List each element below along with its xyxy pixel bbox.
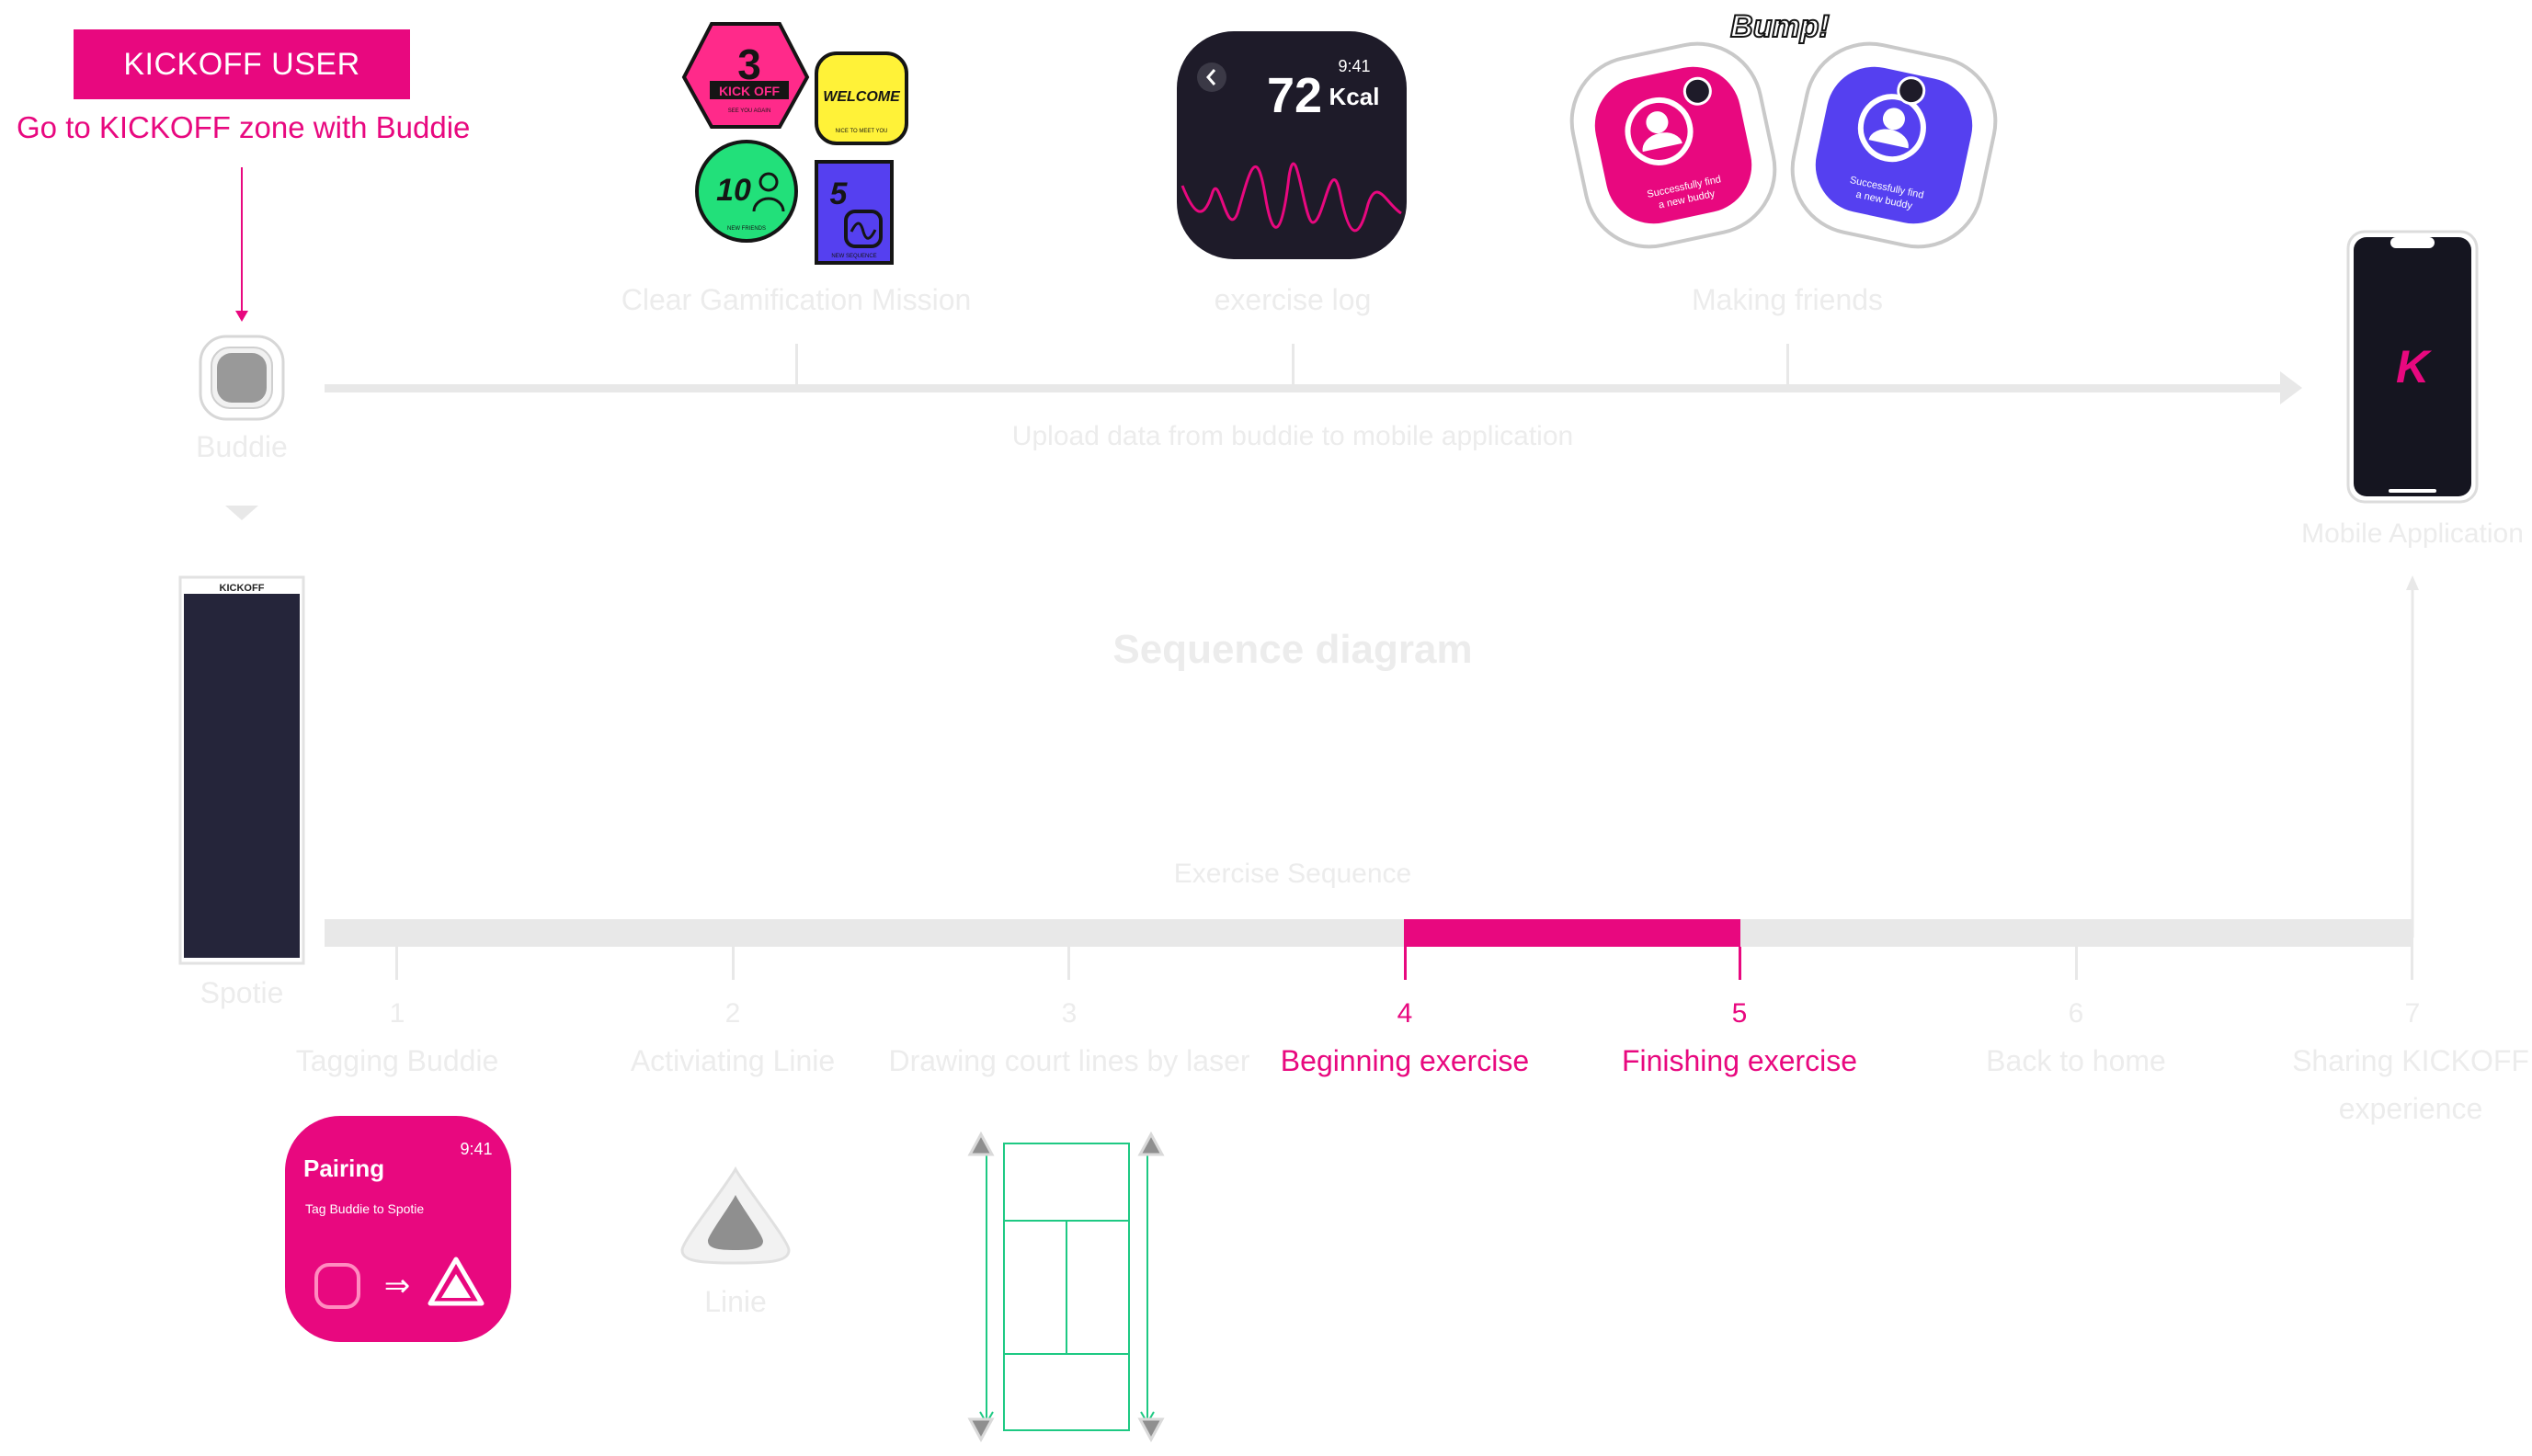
kickoff-badge-text: KICK OFF [719,84,781,98]
kickoff-badge-icon: 3 KICK OFF SEE YOU AGAIN [681,22,810,129]
exercise-sequence-title: Exercise Sequence [1173,859,1412,889]
pairing-time: 9:41 [460,1140,492,1158]
step-1-label: Tagging Buddie [295,1044,499,1077]
milestone-label-exercise-log: exercise log [1214,283,1372,316]
buddie-blue-device: Successfully find a new buddy [1790,41,1998,249]
user-to-buddie-arrow [235,167,248,322]
new-friends-badge-icon: 10 NEW FRIENDS [695,140,798,243]
spotie-brand-label: KICKOFF [220,583,265,594]
watch-exercise-log: 9:41 72 Kcal [1177,31,1407,259]
spotie-label: Spotie [200,976,284,1009]
pairing-buddie-icon [314,1263,360,1309]
mobile-phone-icon [2346,230,2479,504]
kickoff-badge-number: 3 [737,40,761,88]
friends-badge-number: 10 [716,173,751,208]
pairing-arrow: ⇒ [384,1268,411,1303]
diagram-title: Sequence diagram [1112,627,1473,672]
step-3-label: Drawing court lines by laser [888,1044,1250,1077]
step-6-number: 6 [2068,998,2084,1029]
mobile-up-arrow [2406,575,2419,938]
welcome-badge-sub: NICE TO MEET YOU [836,129,888,134]
pairing-title: Pairing [303,1155,384,1182]
spotie-mat-icon [178,575,305,965]
pairing-watch-screen: Pairing 9:41 Tag Buddie to Spotie ⇒ [285,1116,511,1342]
kcal-value: 72 [1267,68,1322,123]
step-2-label: Activiating Linie [630,1044,836,1077]
welcome-badge-icon: WELCOME NICE TO MEET YOU [815,51,908,145]
mobile-logo: K [2396,341,2433,392]
kickoff-user-badge: KICKOFF USER [74,29,410,99]
step-4-label: Beginning exercise [1280,1044,1530,1077]
step-3-number: 3 [1061,998,1078,1029]
bump-label: Bump! [1730,9,1830,44]
step-7-number: 7 [2404,998,2421,1029]
buddie-device-icon [199,335,285,421]
step-7-label: Sharing KICKOFF [2292,1044,2529,1077]
watch-time: 9:41 [1338,57,1370,75]
step-4-number: 4 [1397,998,1413,1029]
step-6-label: Back to home [1986,1044,2166,1077]
step-1-number: 1 [389,998,405,1029]
pairing-linie-icon [428,1257,485,1306]
gamification-badges: 3 KICK OFF SEE YOU AGAIN WELCOME NICE TO… [681,22,908,265]
kickoff-badge-sub: SEE YOU AGAIN [728,108,771,114]
milestone-label-making-friends: Making friends [1691,283,1884,316]
milestone-label-gamification: Clear Gamification Mission [621,283,972,316]
linie-label: Linie [704,1285,767,1318]
mobile-application-label: Mobile Application [2301,518,2524,549]
upload-flow-label: Upload data from buddie to mobile applic… [1011,421,1574,451]
kcal-unit: Kcal [1329,83,1380,110]
buddie-pink-device: Successfully find a new buddy [1569,41,1777,249]
step-7-label-line2: experience [2338,1092,2483,1125]
bump-making-friends: Bump! Successfully find a new buddy Succ… [1569,8,1998,249]
exercise-sequence-bar [325,919,2413,980]
active-exercise-segment [1404,919,1740,947]
sequence-badge-number: 5 [830,176,849,211]
step-5-number: 5 [1731,998,1748,1029]
court-lines-icon [979,1143,1155,1431]
user-instruction: Go to KICKOFF zone with Buddie [17,110,471,144]
buddie-to-spotie-arrow [225,506,258,520]
court-linie-markers [967,1131,1165,1443]
step-5-label: Finishing exercise [1621,1044,1858,1077]
new-sequence-badge-icon: 5 NEW SEQUENCE [815,160,894,265]
sequence-badge-sub: NEW SEQUENCE [831,254,876,259]
friends-badge-sub: NEW FRIENDS [727,226,766,232]
welcome-badge-text: WELCOME [823,89,901,105]
pairing-subtitle: Tag Buddie to Spotie [305,1201,424,1216]
heart-rate-wave [1180,162,1402,233]
back-icon [1197,63,1226,92]
upload-flow-arrow [325,344,2302,404]
buddie-label: Buddie [196,430,288,463]
linie-device-icon [680,1166,791,1265]
step-2-number: 2 [724,998,741,1029]
